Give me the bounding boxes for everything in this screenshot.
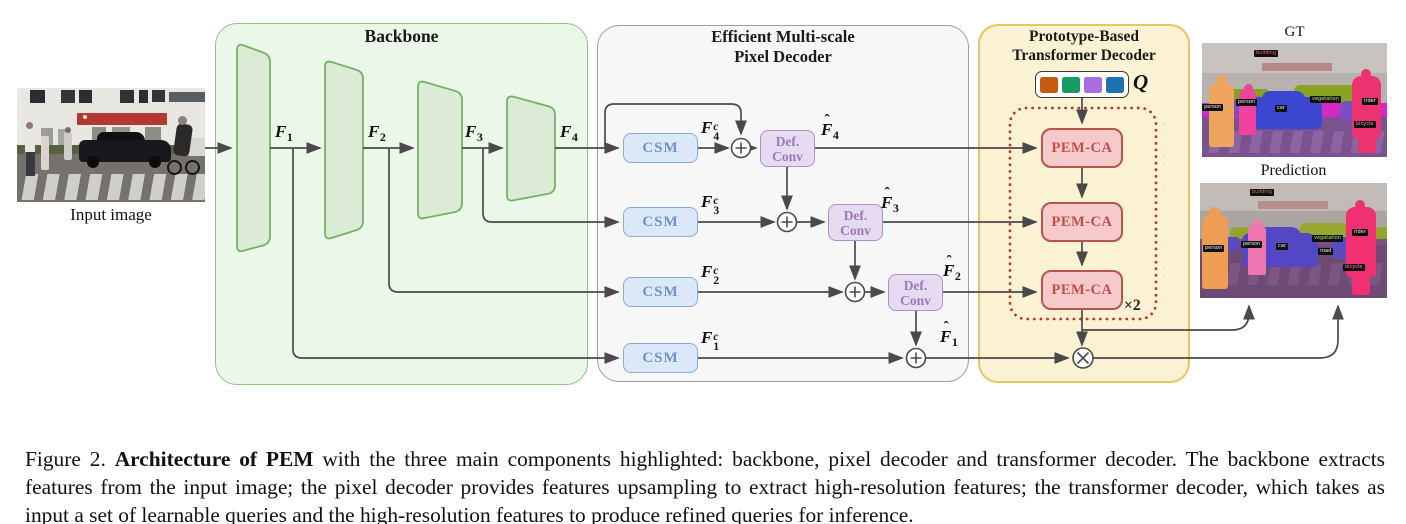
seg-tag: rider <box>1362 98 1378 105</box>
window <box>58 129 67 146</box>
transformer-decoder-title-line2: Transformer Decoder <box>1012 47 1156 64</box>
person-mask <box>1239 90 1256 135</box>
csm-block-3: CSM <box>623 277 698 307</box>
window <box>120 90 134 103</box>
person-mask-head <box>1216 75 1227 86</box>
window <box>169 92 205 102</box>
bicycle-wheel <box>167 160 182 175</box>
feature-label-f3: F3 <box>465 122 483 144</box>
def-conv-block-2: Def. Conv <box>828 204 883 241</box>
gt-image: building person person car vegetation ri… <box>1202 43 1387 157</box>
feature-label-f2: F2 <box>368 122 386 144</box>
car-white <box>187 138 205 156</box>
seg-tag: person <box>1202 104 1224 111</box>
cyclist-head <box>178 116 187 125</box>
seg-tag: person <box>1203 245 1225 252</box>
person-mask <box>1202 215 1228 289</box>
rider-mask-head <box>1361 69 1371 79</box>
seg-tag: car <box>1275 105 1287 112</box>
rider-mask <box>1352 76 1381 138</box>
pem-ca-block-1: PEM-CA <box>1041 128 1123 168</box>
window <box>152 90 165 102</box>
pixel-decoder-box <box>597 25 969 382</box>
def-conv-block-3: Def. Conv <box>888 274 943 311</box>
backbone-title: Backbone <box>364 26 439 46</box>
transformer-decoder-title-line1: Prototype-Based <box>1029 28 1139 45</box>
wheel <box>149 156 161 168</box>
bicycle-mask <box>1358 135 1376 153</box>
person-mask <box>1248 225 1266 275</box>
seg-tag: bicycle <box>1354 121 1376 128</box>
pixel-decoder-title-line2: Pixel Decoder <box>734 47 832 66</box>
sign-mask <box>1258 201 1328 209</box>
person-mask-head <box>1209 207 1220 218</box>
pedestrian-head <box>65 127 71 133</box>
backbone-box <box>215 23 588 385</box>
pedestrian <box>64 132 72 160</box>
crosswalk-mask <box>1200 263 1387 285</box>
window <box>61 90 75 103</box>
prediction-title: Prediction <box>1260 162 1327 179</box>
seg-tag: person <box>1241 241 1263 248</box>
crosswalk <box>17 174 205 200</box>
seg-tag: vegetation <box>1310 96 1341 103</box>
sign-mask <box>1262 63 1332 71</box>
input-image <box>17 88 205 202</box>
rider-mask-head <box>1355 200 1365 210</box>
pem-ca-block-3: PEM-CA <box>1041 270 1123 310</box>
seg-tag: building <box>1254 50 1279 57</box>
gt-title: GT <box>1284 24 1305 40</box>
storefront-sign <box>77 113 167 125</box>
person-mask-head <box>1253 219 1262 228</box>
seg-tag: vegetation <box>1312 235 1343 242</box>
window <box>79 90 92 103</box>
query-token-4 <box>1106 76 1124 93</box>
seg-tag: building <box>1250 189 1275 196</box>
sign-logo <box>83 115 87 119</box>
query-label: Q <box>1133 70 1149 94</box>
pedestrian-head <box>26 122 33 129</box>
csm-block-2: CSM <box>623 207 698 237</box>
csm-block-4: CSM <box>623 343 698 373</box>
car-dark <box>79 140 171 162</box>
figure-caption: Figure 2. Architecture of PEM with the t… <box>25 447 1385 524</box>
pem-ca-block-2: PEM-CA <box>1041 202 1123 242</box>
seg-tag: person <box>1236 99 1258 106</box>
crosswalk-mask <box>1202 131 1387 153</box>
prediction-image: building person person car vegetation ro… <box>1200 183 1387 298</box>
query-box <box>1035 71 1129 98</box>
pedestrian <box>41 136 49 170</box>
query-token-3 <box>1084 76 1102 93</box>
bicycle-mask <box>1352 275 1370 295</box>
input-image-caption: Input image <box>70 205 152 224</box>
window <box>30 90 45 103</box>
seg-tag: bicycle <box>1343 264 1365 271</box>
person-mask <box>1209 83 1234 147</box>
csm-block-1: CSM <box>623 133 698 163</box>
bicycle-wheel <box>185 160 200 175</box>
seg-tag: road <box>1318 248 1334 255</box>
seg-tag: rider <box>1352 229 1368 236</box>
feature-label-f4: F4 <box>560 122 578 144</box>
window <box>139 90 148 103</box>
person-mask-head <box>1244 84 1253 93</box>
def-conv-block-1: Def. Conv <box>760 130 815 167</box>
seg-tag: car <box>1276 243 1288 250</box>
wheel <box>87 156 99 168</box>
query-token-1 <box>1040 76 1058 93</box>
feature-label-f1: F1 <box>275 122 293 144</box>
repeat-x2-label: ×2 <box>1124 297 1141 314</box>
pedestrian <box>25 128 35 154</box>
pedestrian-legs <box>26 152 35 176</box>
pixel-decoder-title-line1: Efficient Multi-scale <box>711 27 855 46</box>
query-token-2 <box>1062 76 1080 93</box>
